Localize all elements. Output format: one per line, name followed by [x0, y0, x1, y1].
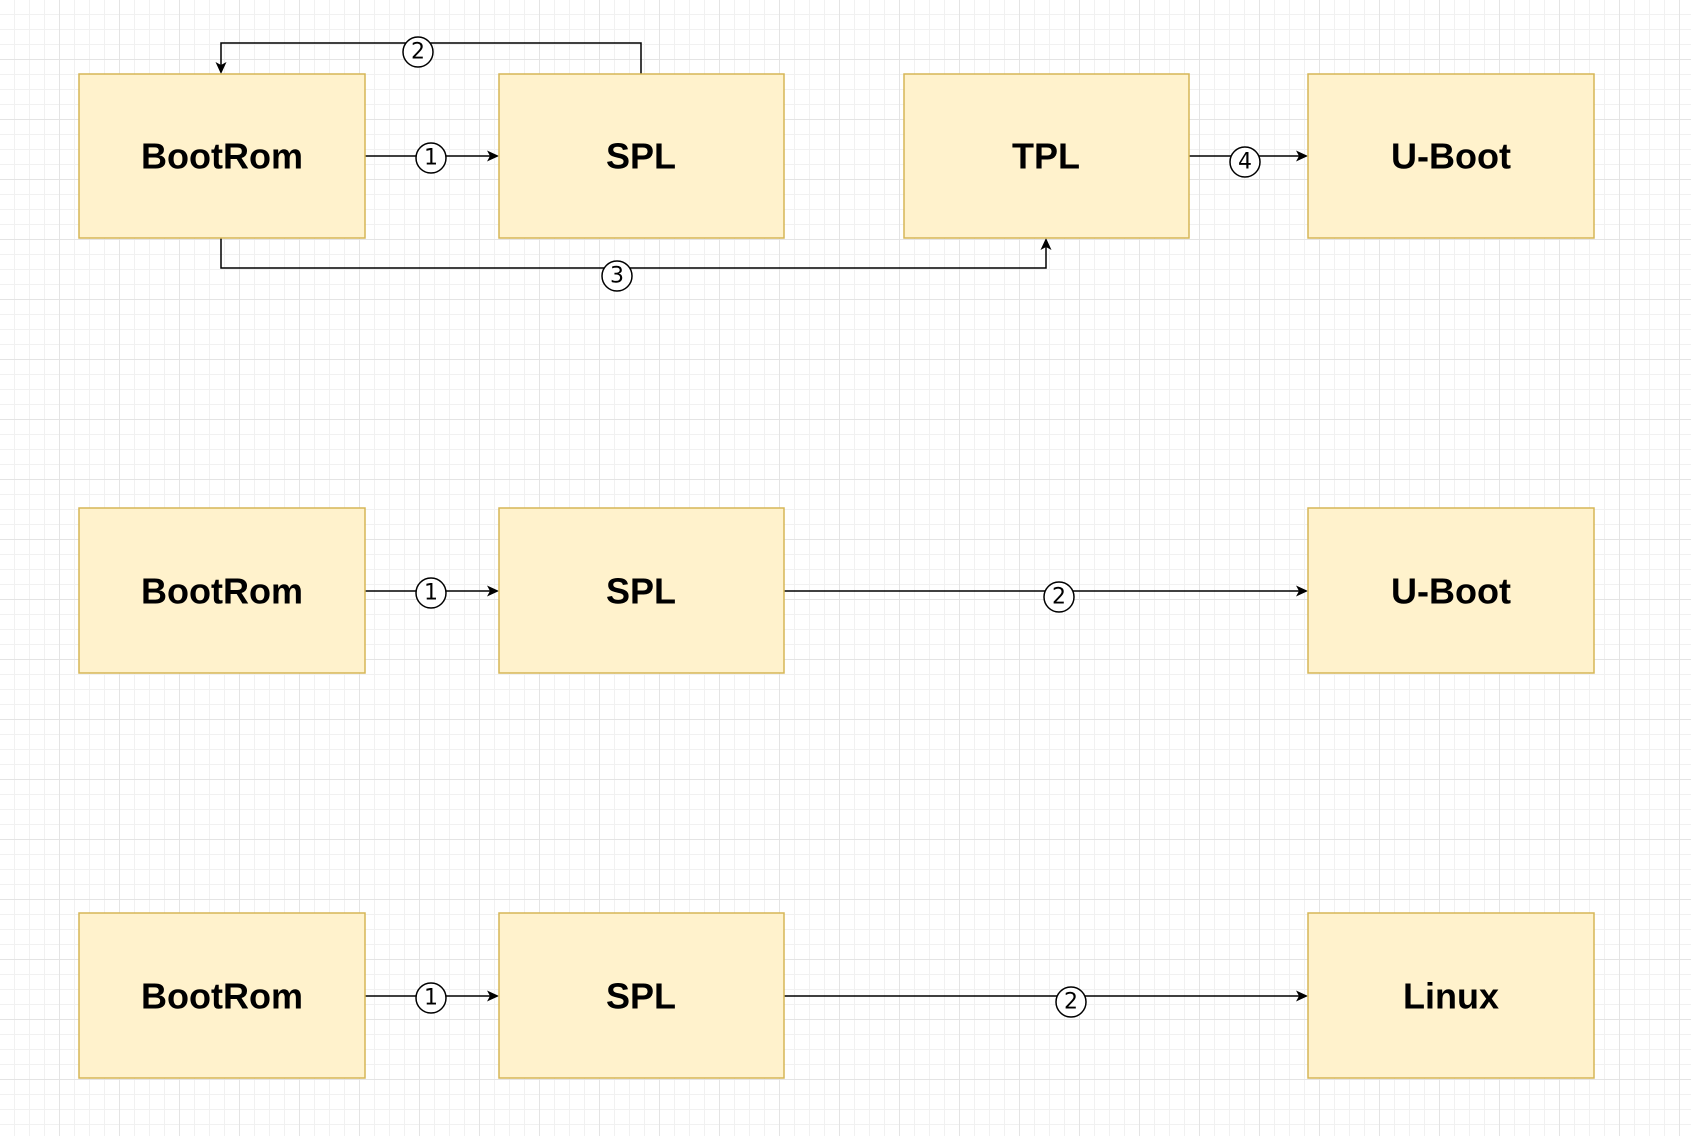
step-number: 1 [424, 986, 438, 1011]
diagram-2: 1 2 BootRom SPL U-Boot [78, 507, 1595, 674]
step-number: 1 [424, 146, 438, 171]
step-number: 3 [610, 264, 624, 289]
node-label: BootRom [141, 571, 303, 612]
step-number: 4 [1238, 150, 1252, 175]
node-label: BootRom [141, 136, 303, 177]
edge-tpl-to-uboot: 4 [1189, 146, 1308, 178]
node-uboot[interactable]: U-Boot [1307, 73, 1595, 239]
step-marker [1229, 146, 1261, 178]
node-label: SPL [606, 136, 676, 177]
step-marker [415, 577, 447, 609]
edge-spl-to-bootrom: 2 [215, 36, 642, 74]
diagram-1: 1 2 3 4 BootRom SPL [78, 36, 1595, 292]
node-spl[interactable]: SPL [498, 507, 785, 674]
node-label: SPL [606, 976, 676, 1017]
edge-bootrom-to-spl: 1 [365, 577, 499, 609]
edge-spl-to-linux: 2 [784, 986, 1308, 1018]
step-number: 2 [1064, 990, 1078, 1015]
node-label: SPL [606, 571, 676, 612]
step-marker [601, 260, 633, 292]
node-spl[interactable]: SPL [498, 912, 785, 1079]
node-label: U-Boot [1391, 571, 1511, 612]
node-bootrom[interactable]: BootRom [78, 912, 366, 1079]
diagram-3: 1 2 BootRom SPL Linux [78, 912, 1595, 1079]
step-marker [1043, 581, 1075, 613]
edge-bootrom-to-tpl: 3 [220, 238, 1052, 292]
edge-bootrom-to-spl: 1 [365, 142, 499, 174]
node-spl[interactable]: SPL [498, 73, 785, 239]
step-marker [415, 982, 447, 1014]
step-number: 2 [411, 40, 425, 65]
step-number: 1 [424, 581, 438, 606]
node-label: U-Boot [1391, 136, 1511, 177]
node-bootrom[interactable]: BootRom [78, 507, 366, 674]
node-uboot[interactable]: U-Boot [1307, 507, 1595, 674]
node-bootrom[interactable]: BootRom [78, 73, 366, 239]
node-tpl[interactable]: TPL [903, 73, 1190, 239]
edge-bootrom-to-spl: 1 [365, 982, 499, 1014]
node-label: BootRom [141, 976, 303, 1017]
node-label: TPL [1012, 136, 1080, 177]
step-marker [415, 142, 447, 174]
step-marker [1055, 986, 1087, 1018]
edge-spl-to-uboot: 2 [784, 581, 1308, 613]
step-marker [402, 36, 434, 68]
node-linux[interactable]: Linux [1307, 912, 1595, 1079]
step-number: 2 [1052, 585, 1066, 610]
node-label: Linux [1403, 976, 1499, 1017]
